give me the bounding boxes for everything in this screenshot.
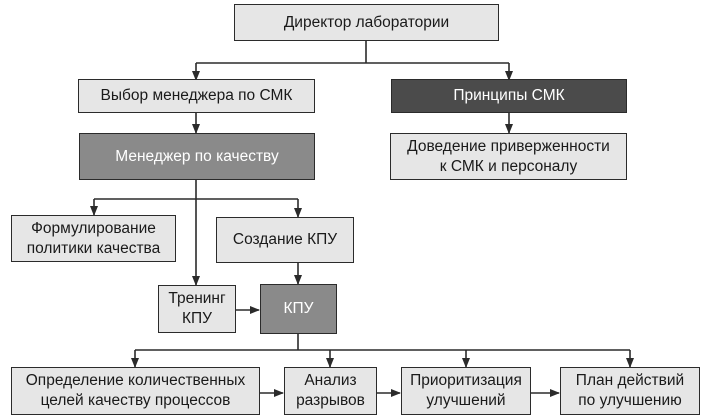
connector-quality-manager-split bbox=[94, 180, 298, 200]
qms-principles-box: Принципы СМК bbox=[391, 79, 627, 113]
kpu-label: КПУ bbox=[283, 300, 314, 317]
action-plan-label-line2: по улучшению bbox=[578, 392, 682, 409]
quality-manager-label: Менеджер по качеству bbox=[115, 147, 279, 165]
quantitative-goals-label-line1: Определение количественных bbox=[25, 372, 246, 389]
prioritization-box: Приоритизация улучшений bbox=[401, 367, 531, 415]
quantitative-goals-label-line2: целей качеству процессов bbox=[40, 392, 231, 409]
commitment-label-line2: к СМК и персоналу bbox=[439, 157, 578, 175]
kpu-training-label-line2: КПУ bbox=[181, 310, 213, 327]
qms-principles-label: Принципы СМК bbox=[453, 87, 565, 104]
connector-kpu-split bbox=[135, 334, 630, 351]
gap-analysis-label-line2: разрывов bbox=[296, 392, 365, 409]
quantitative-goals-box: Определение количественных целей качеств… bbox=[11, 367, 260, 415]
gap-analysis-box: Анализ разрывов bbox=[284, 367, 377, 415]
director-box: Директор лаборатории bbox=[234, 4, 499, 41]
kpu-box: КПУ bbox=[260, 284, 337, 334]
action-plan-box: План действий по улучшению bbox=[560, 367, 700, 415]
manager-choice-label: Выбор менеджера по СМК bbox=[100, 87, 293, 104]
prioritization-label-line1: Приоритизация bbox=[410, 372, 522, 389]
manager-choice-box: Выбор менеджера по СМК bbox=[78, 79, 315, 113]
commitment-box: Доведение приверженности к СМК и персона… bbox=[390, 133, 627, 180]
director-label: Директор лаборатории bbox=[283, 13, 450, 31]
action-plan-label-line1: План действий bbox=[575, 372, 685, 389]
gap-analysis-label-line1: Анализ bbox=[304, 372, 357, 389]
connector-director-split bbox=[196, 40, 509, 64]
policy-label-line2: политики качества bbox=[26, 239, 161, 257]
policy-box: Формулирование политики качества bbox=[11, 215, 176, 262]
quality-manager-box: Менеджер по качеству bbox=[79, 133, 315, 180]
kpu-creation-box: Создание КПУ bbox=[216, 217, 354, 263]
kpu-training-label-line1: Тренинг bbox=[168, 290, 226, 307]
kpu-training-box: Тренинг КПУ bbox=[158, 285, 236, 333]
policy-label-line1: Формулирование bbox=[31, 219, 156, 237]
prioritization-label-line2: улучшений bbox=[426, 392, 506, 409]
commitment-label-line1: Доведение приверженности bbox=[407, 137, 610, 155]
kpu-creation-label: Создание КПУ bbox=[232, 231, 338, 248]
